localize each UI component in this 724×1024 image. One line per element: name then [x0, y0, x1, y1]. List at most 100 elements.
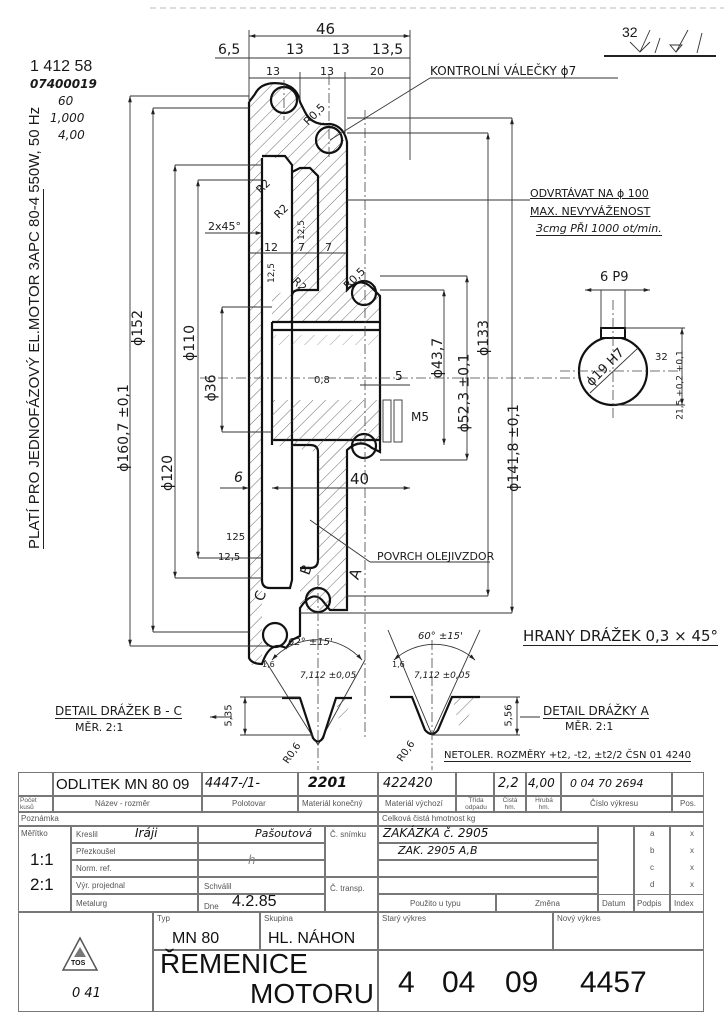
dim-13-5: 13,5: [372, 42, 404, 58]
label-norm: Norm. ref.: [76, 864, 112, 873]
callout-balance-3: 3cmg PŘI 1000 ot/min.: [536, 222, 662, 236]
dim-sub-13-a: 13: [266, 65, 280, 78]
cell-mat-final: [298, 772, 378, 796]
index-mark-a: x: [690, 829, 694, 838]
cell-lbl-net: [494, 796, 526, 812]
cell-lbl-gross: [526, 796, 561, 812]
drawn-by-signature: Iráji: [135, 826, 158, 840]
callout-balance-1: ODVRTÁVAT NA ϕ 100: [530, 187, 649, 200]
dim-5: 5: [395, 369, 403, 383]
scale-2: 2:1: [30, 875, 54, 894]
cell-order-2: [378, 843, 598, 860]
cell-lbl-matinit: [378, 796, 456, 812]
cell-drawing-number: [378, 950, 704, 1012]
dim-chamfer: 2x45°: [208, 220, 242, 233]
group-value: HL. NÁHON: [268, 930, 356, 947]
index-mark-c: x: [690, 863, 694, 872]
drawing-number-top: 0 04 70 2694: [570, 777, 644, 790]
dim-d36: ϕ36: [203, 374, 220, 402]
detail-a-depth: 5,56: [503, 704, 515, 727]
label-net: Čistá hm.: [502, 797, 518, 811]
dim-d133: ϕ133: [475, 320, 492, 356]
cell-lbl-name: [53, 796, 202, 812]
roller-a-lower: [350, 432, 378, 460]
cell-new-drawing: [553, 912, 704, 950]
cell-scale: [18, 826, 71, 912]
ref-code: 07400019: [30, 77, 97, 91]
tos-logo-icon: [61, 936, 99, 971]
index-row-a: a: [650, 829, 655, 838]
cell-change: [496, 894, 598, 912]
dim-sub-20: 20: [370, 65, 384, 78]
cell-lbl-waste: [456, 796, 494, 812]
label-count: Počet kusů: [20, 797, 37, 811]
cell-transp: [325, 877, 378, 912]
rough-125-c: 125: [226, 532, 246, 543]
dim-6-5: 6,5: [218, 42, 241, 58]
dim-7-a: 7: [298, 241, 305, 254]
drawing-number-part-1: 4: [398, 966, 415, 999]
cell-lbl-drawno: [561, 796, 672, 812]
roughness-symbol: [604, 29, 716, 57]
groove-edges-note: HRANY DRÁŽEK 0,3 × 45°: [523, 627, 719, 646]
label-type: Typ: [157, 914, 170, 923]
order-2: ZAK. 2905 A,B: [398, 844, 478, 857]
cell-norm: [71, 860, 198, 877]
label-drawn: Kreslil: [76, 830, 98, 839]
rough-12-5-b: 12,5: [267, 262, 278, 284]
keyway-detail: [560, 288, 685, 420]
label-new-drawing: Nový výkres: [557, 914, 601, 923]
label-note: Poznámka: [21, 814, 59, 823]
cell-gross: [526, 772, 561, 796]
cell-used-in: [378, 894, 496, 912]
cell-name: [53, 772, 202, 796]
part-name: ODLITEK MN 80 09: [56, 776, 190, 793]
label-waste: Třída odpadu: [465, 797, 487, 811]
dim-m5: M5: [411, 410, 429, 424]
dim-d43: ϕ43,7: [430, 337, 447, 379]
semi-product-value: 4447-/1-: [205, 776, 261, 791]
cell-metallurg: [71, 894, 198, 912]
label-mat-initial: Materiál výchozí: [385, 799, 443, 808]
dim-sub-13-b: 13: [320, 65, 334, 78]
cell-order-4: [378, 877, 598, 894]
cell-mat-initial: [378, 772, 456, 796]
cell-lbl-pos: [672, 796, 704, 812]
dimension-lines: [128, 30, 618, 647]
ref-value-1: 60: [58, 94, 74, 108]
cell-logo: [18, 912, 153, 1012]
keyway-width: 6 P9: [600, 270, 629, 285]
cell-blank: [198, 860, 325, 877]
detail-bc-title: DETAIL DRÁŽEK B - C: [55, 704, 182, 719]
dim-d52: ϕ52,3 ±0,1: [456, 353, 473, 433]
cell-lbl-count: [18, 796, 53, 812]
cell-index: [670, 894, 704, 912]
label-scale: Měřítko: [21, 829, 48, 838]
signed-by-signature: Pašoutová: [255, 827, 313, 840]
dim-d120: ϕ120: [159, 455, 176, 491]
cell-order-1: [378, 826, 598, 843]
label-total-weight: Celková čistá hmotnost kg: [382, 814, 476, 823]
label-name-size: Název - rozměr: [95, 799, 150, 808]
detail-bc-rough: 1,6: [262, 660, 275, 669]
detail-a-scale: MĚR. 2:1: [565, 720, 614, 733]
index-mark-b: x: [690, 846, 694, 855]
dim-40: 40: [350, 470, 370, 488]
cell-type: [153, 912, 260, 950]
dim-d141: ϕ141,8 ±0,1: [505, 404, 522, 492]
cell-photo: [325, 826, 378, 877]
material-initial-value: 422420: [383, 776, 433, 791]
type-value: MN 80: [172, 930, 220, 947]
detail-bc-angle: 62° ±15': [288, 637, 333, 648]
dim-13-a: 13: [286, 42, 304, 58]
drawing-number-part-2: 04: [442, 966, 476, 999]
cell-lbl-semi: [202, 796, 298, 812]
roller-a-upper: [350, 279, 378, 307]
roughness-general: 32: [622, 24, 638, 40]
callout-oil-surface: POVRCH OLEJIVZDOR: [377, 550, 495, 563]
label-transp-no: Č. transp.: [330, 884, 365, 893]
cell-pos: [672, 772, 704, 796]
detail-bc-depth: 5,35: [223, 704, 235, 727]
cell-total-weight: [378, 812, 704, 826]
detail-a-width: 7,112 ±0,05: [414, 671, 471, 681]
